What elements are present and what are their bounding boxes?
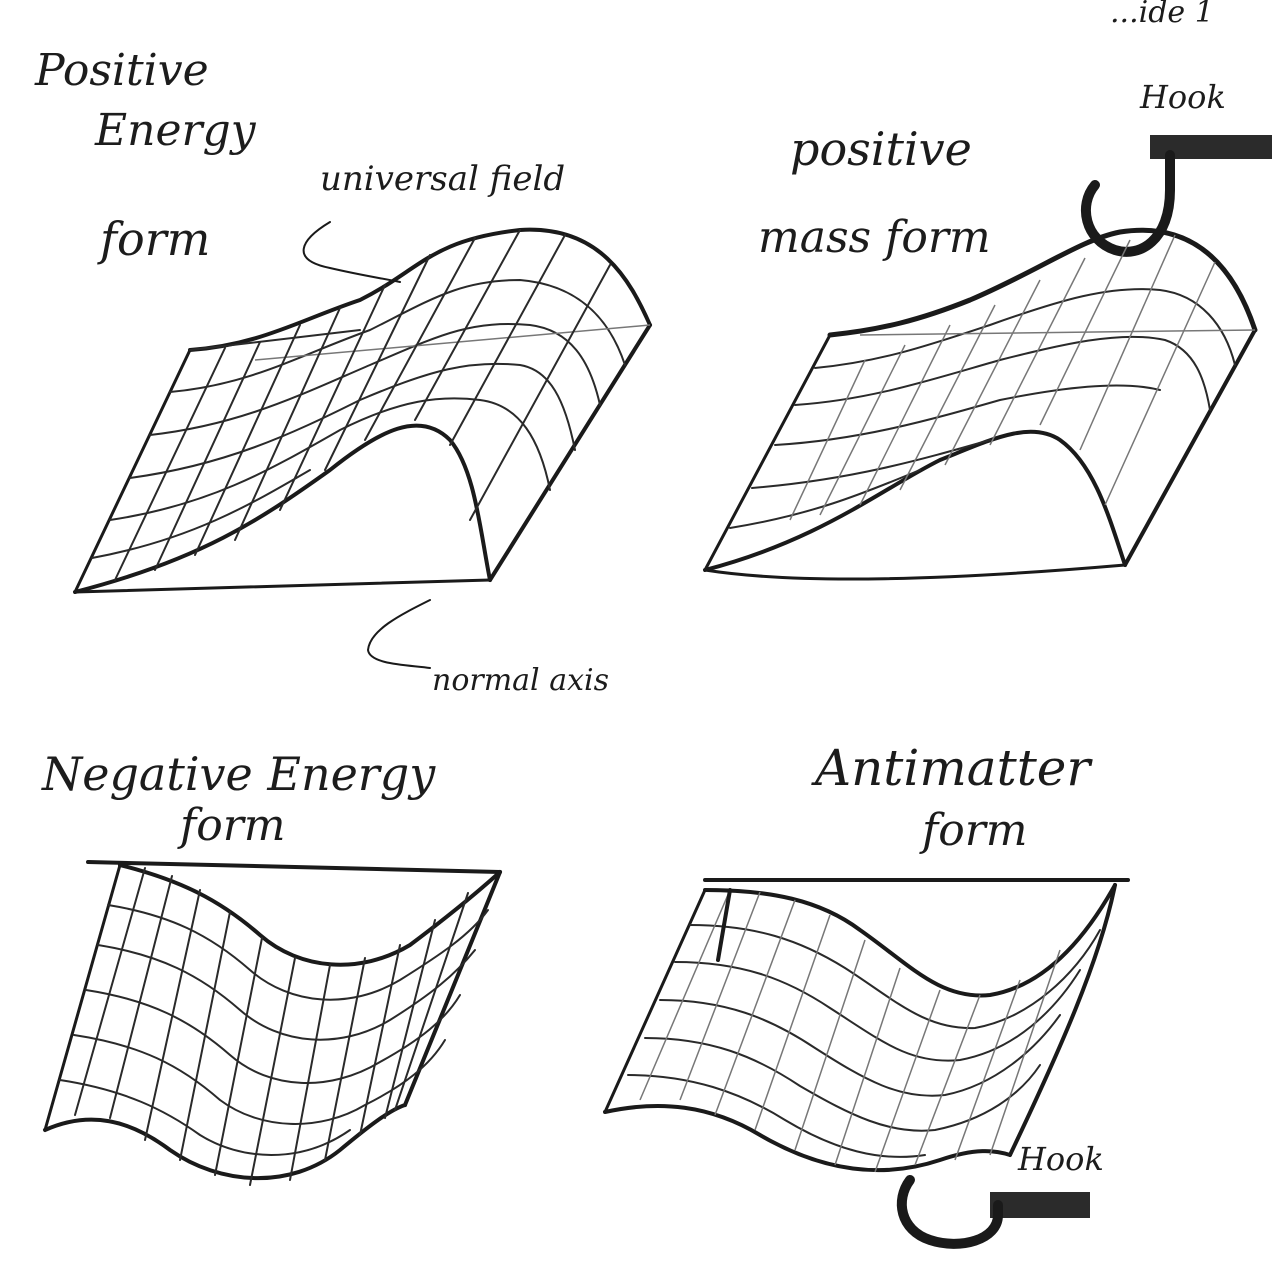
pe-title-line1: Positive	[34, 45, 209, 96]
pe-title-line2: Energy	[94, 105, 257, 156]
pm-title-line1: positive	[790, 122, 972, 176]
corner-text: ...ide 1	[1110, 0, 1214, 30]
positive-energy-surface	[75, 230, 650, 592]
hook-bar	[990, 1192, 1090, 1218]
negative-energy-panel: Negative Energy form	[41, 747, 500, 1185]
positive-mass-panel: positive mass form Hook	[705, 78, 1272, 579]
pe-title-line3: form	[97, 212, 210, 266]
ne-title-line1: Negative Energy	[41, 747, 436, 801]
am-hook-label: Hook	[1017, 1140, 1104, 1178]
pm-title-line2: mass form	[758, 212, 991, 263]
hook-icon	[902, 1180, 1090, 1244]
positive-mass-surface	[705, 230, 1255, 579]
universal-field-leader	[304, 222, 400, 282]
pm-hook-label: Hook	[1139, 78, 1226, 116]
antimatter-panel: Antimatter form Hook	[605, 739, 1128, 1244]
normal-axis-leader	[368, 600, 430, 668]
ne-title-line2: form	[177, 800, 286, 851]
positive-energy-panel: Positive Energy form universal field	[34, 45, 650, 698]
universal-field-label: universal field	[320, 159, 565, 199]
normal-axis-label: normal axis	[432, 663, 609, 698]
negative-energy-surface	[45, 862, 500, 1185]
antimatter-surface	[605, 880, 1128, 1172]
am-title-line2: form	[919, 805, 1028, 856]
am-title-line1: Antimatter	[811, 739, 1093, 797]
